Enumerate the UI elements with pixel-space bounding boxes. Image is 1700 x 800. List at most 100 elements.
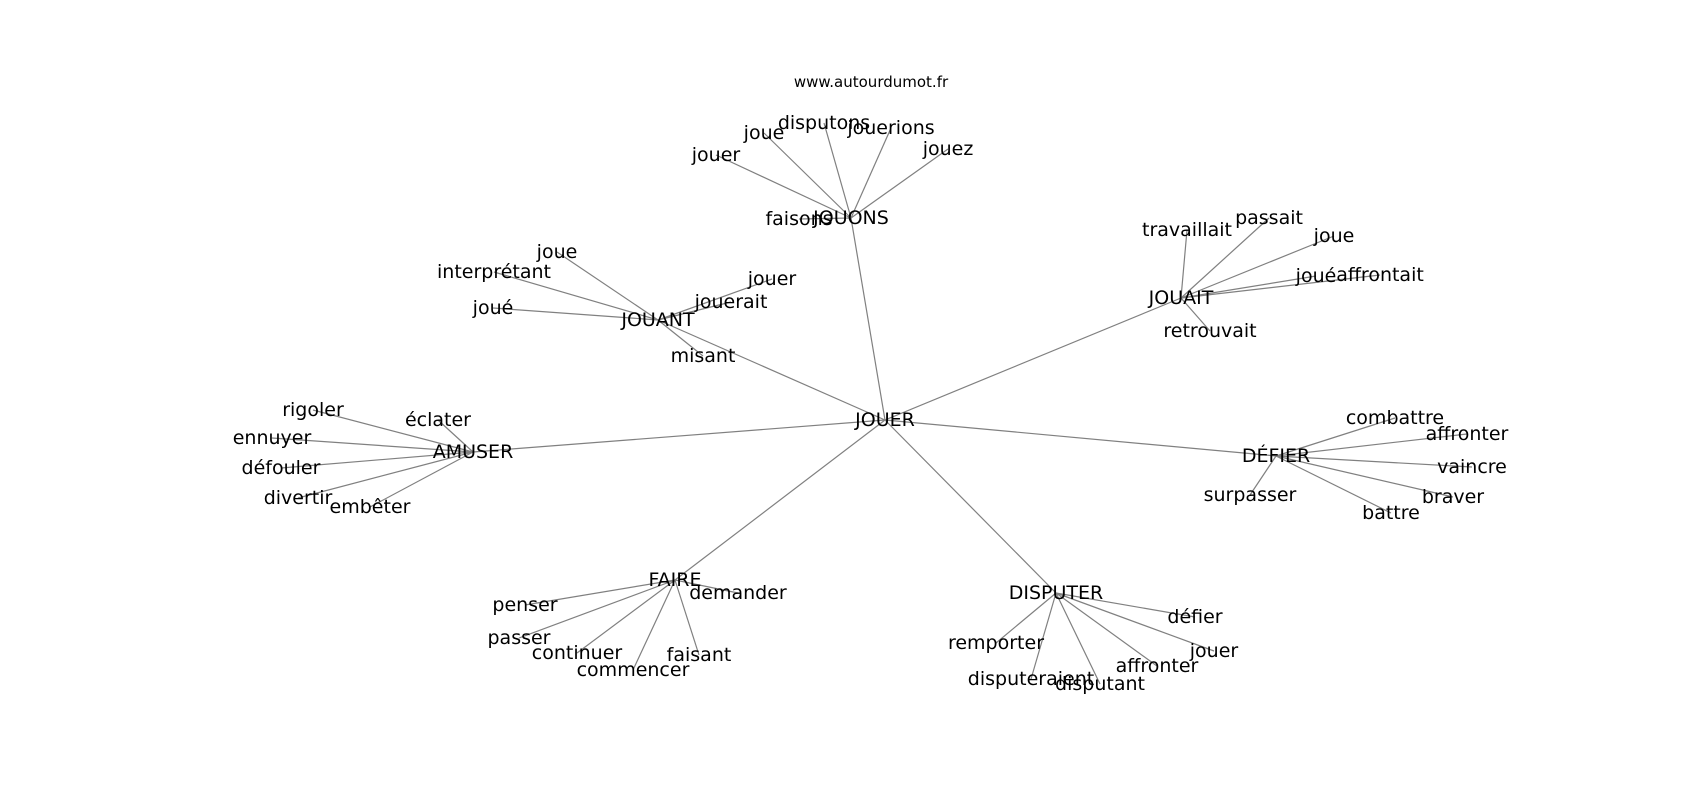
leaf-node-jouant-jouerait[interactable]: jouerait bbox=[694, 291, 768, 313]
leaf-node-defier-braver[interactable]: braver bbox=[1422, 486, 1484, 508]
hub-node-defier[interactable]: DÉFIER bbox=[1242, 444, 1310, 467]
leaf-node-jouait-travaillait[interactable]: travaillait bbox=[1142, 219, 1232, 241]
edge-jouant-jouant_interpretant bbox=[493, 271, 659, 321]
leaf-node-disputer-disputant[interactable]: disputant bbox=[1055, 673, 1145, 695]
hub-node-faire[interactable]: FAIRE bbox=[649, 569, 702, 591]
leaf-node-disputer-affronter[interactable]: affronter bbox=[1116, 655, 1199, 677]
edge-jouait-jouait_retrouvait bbox=[1180, 297, 1211, 332]
edge-amuser-amuser_rigoler bbox=[312, 409, 474, 453]
edge-amuser-amuser_ennuyer bbox=[271, 437, 474, 453]
edge-jouait-jouait_affrontait bbox=[1180, 274, 1381, 299]
leaf-node-jouons-jouerions[interactable]: jouerions bbox=[846, 117, 934, 139]
edge-defier-defier_affronter bbox=[1275, 433, 1468, 457]
edge-faire-faire_passer bbox=[518, 579, 676, 639]
leaf-node-faire-continuer[interactable]: continuer bbox=[532, 642, 623, 664]
leaf-node-disputer-disputeraient[interactable]: disputeraient bbox=[968, 668, 1094, 690]
edge-amuser-amuser_divertir bbox=[297, 451, 474, 499]
edge-jouer_root-disputer bbox=[884, 419, 1057, 594]
leaf-node-amuser-defouler[interactable]: défouler bbox=[242, 457, 321, 479]
edge-jouons-jouons_disputons bbox=[823, 122, 852, 219]
leaf-node-defier-combattre[interactable]: combattre bbox=[1346, 407, 1444, 429]
edge-jouant-jouant_joue2 bbox=[492, 307, 659, 321]
edge-defier-defier_surpasser bbox=[1249, 455, 1277, 496]
leaf-node-jouons-faisons[interactable]: faisons bbox=[765, 208, 832, 230]
leaf-node-jouait-affrontait[interactable]: affrontait bbox=[1336, 264, 1424, 286]
edge-faire-faire_demander bbox=[674, 579, 739, 594]
leaf-node-jouons-disputons[interactable]: disputons bbox=[778, 112, 870, 134]
edge-jouait-jouait_passait bbox=[1180, 217, 1270, 299]
edge-jouant-jouant_joue bbox=[556, 251, 659, 321]
edge-jouons-jouons_faisons bbox=[798, 217, 852, 220]
leaf-node-jouant-misant[interactable]: misant bbox=[671, 345, 736, 367]
leaf-node-jouons-jouer[interactable]: jouer bbox=[691, 144, 741, 166]
edge-jouons-jouons_jouer bbox=[715, 154, 852, 219]
leaf-node-jouant-joue2[interactable]: joué bbox=[472, 297, 514, 319]
hub-node-disputer[interactable]: DISPUTER bbox=[1009, 582, 1103, 604]
leaf-node-jouons-joue[interactable]: joue bbox=[743, 122, 785, 144]
leaf-node-defier-surpasser[interactable]: surpasser bbox=[1204, 484, 1297, 506]
edge-jouer_root-jouons bbox=[850, 217, 886, 421]
edge-jouons-jouons_jouerions bbox=[850, 127, 892, 219]
edge-faire-faire_penser bbox=[524, 579, 676, 606]
edges-layer bbox=[271, 122, 1473, 685]
leaf-node-jouait-passait[interactable]: passait bbox=[1235, 207, 1303, 229]
edge-defier-defier_braver bbox=[1275, 455, 1454, 498]
edge-jouait-jouait_travaillait bbox=[1180, 229, 1188, 299]
edge-jouons-jouons_joue bbox=[763, 132, 852, 219]
leaf-node-faire-penser[interactable]: penser bbox=[492, 594, 557, 616]
edge-amuser-amuser_eclater bbox=[437, 419, 474, 453]
site-title: www.autourdumot.fr bbox=[794, 73, 949, 91]
edge-jouait-jouait_joue bbox=[1180, 235, 1335, 299]
labels-layer: JOUER JOUONS JOUAIT JOUANT AMUSER DÉFIER FAIRE… bbox=[233, 112, 1509, 695]
edge-disputer-disputer_disputeraient bbox=[1030, 592, 1057, 680]
leaf-node-faire-demander[interactable]: demander bbox=[689, 582, 787, 604]
edge-jouer_root-defier bbox=[884, 419, 1277, 457]
hub-node-jouons[interactable]: JOUONS bbox=[812, 207, 889, 229]
edge-amuser-amuser_embeter bbox=[369, 451, 474, 508]
hub-node-jouant[interactable]: JOUANT bbox=[620, 309, 695, 331]
edge-disputer-disputer_jouer bbox=[1055, 592, 1215, 652]
edge-jouer_root-amuser bbox=[472, 419, 886, 453]
edge-jouer_root-jouant bbox=[657, 319, 886, 421]
leaf-node-amuser-divertir[interactable]: divertir bbox=[264, 487, 333, 509]
edge-disputer-disputer_disputant bbox=[1055, 592, 1101, 685]
edge-jouer_root-faire bbox=[674, 419, 886, 581]
edge-defier-defier_combattre bbox=[1275, 417, 1396, 457]
edge-jouant-jouant_jouer bbox=[657, 278, 773, 321]
edge-jouait-jouait_joua bbox=[1180, 275, 1317, 299]
edge-jouant-jouant_jouerait bbox=[657, 301, 732, 321]
edge-defier-defier_vaincre bbox=[1275, 455, 1473, 468]
leaf-node-amuser-ennuyer[interactable]: ennuyer bbox=[233, 427, 312, 449]
leaf-node-defier-battre[interactable]: battre bbox=[1362, 502, 1420, 524]
leaf-node-jouant-interpretant[interactable]: interprétant bbox=[437, 261, 551, 283]
leaf-node-jouant-joue[interactable]: joue bbox=[536, 241, 578, 263]
edge-faire-faire_continuer bbox=[576, 579, 676, 654]
leaf-node-jouant-jouer[interactable]: jouer bbox=[747, 268, 797, 290]
edge-defier-defier_battre bbox=[1275, 455, 1392, 514]
leaf-node-jouait-joue[interactable]: joue bbox=[1313, 225, 1355, 247]
edge-amuser-amuser_defouler bbox=[280, 451, 474, 469]
leaf-node-disputer-remporter[interactable]: remporter bbox=[948, 632, 1044, 654]
leaf-node-amuser-embeter[interactable]: embêter bbox=[330, 496, 411, 518]
edge-jouant-jouant_misant bbox=[657, 319, 704, 357]
leaf-node-jouons-jouez[interactable]: jouez bbox=[922, 138, 974, 160]
leaf-node-disputer-defier[interactable]: défier bbox=[1167, 606, 1222, 628]
edge-disputer-disputer_affronter bbox=[1055, 592, 1158, 667]
leaf-node-jouait-joua[interactable]: joué bbox=[1295, 265, 1337, 287]
edge-jouer_root-jouait bbox=[884, 297, 1182, 421]
leaf-node-jouait-retrouvait[interactable]: retrouvait bbox=[1163, 320, 1256, 342]
leaf-node-faire-passer[interactable]: passer bbox=[487, 627, 550, 649]
hub-node-jouait[interactable]: JOUAIT bbox=[1148, 287, 1214, 309]
leaf-node-disputer-jouer[interactable]: jouer bbox=[1189, 640, 1239, 662]
hub-node-amuser[interactable]: AMUSER bbox=[433, 441, 514, 463]
leaf-node-faire-faisant[interactable]: faisant bbox=[667, 644, 732, 666]
root-node-jouer-root[interactable]: JOUER bbox=[854, 409, 915, 431]
leaf-node-defier-affronter[interactable]: affronter bbox=[1426, 423, 1509, 445]
edge-disputer-disputer_remporter bbox=[995, 592, 1057, 644]
leaf-node-amuser-rigoler[interactable]: rigoler bbox=[282, 399, 344, 421]
leaf-node-defier-vaincre[interactable]: vaincre bbox=[1437, 456, 1507, 478]
leaf-node-faire-commencer[interactable]: commencer bbox=[577, 659, 690, 681]
leaf-node-amuser-eclater[interactable]: éclater bbox=[405, 409, 471, 431]
edge-faire-faire_commencer bbox=[632, 579, 676, 671]
